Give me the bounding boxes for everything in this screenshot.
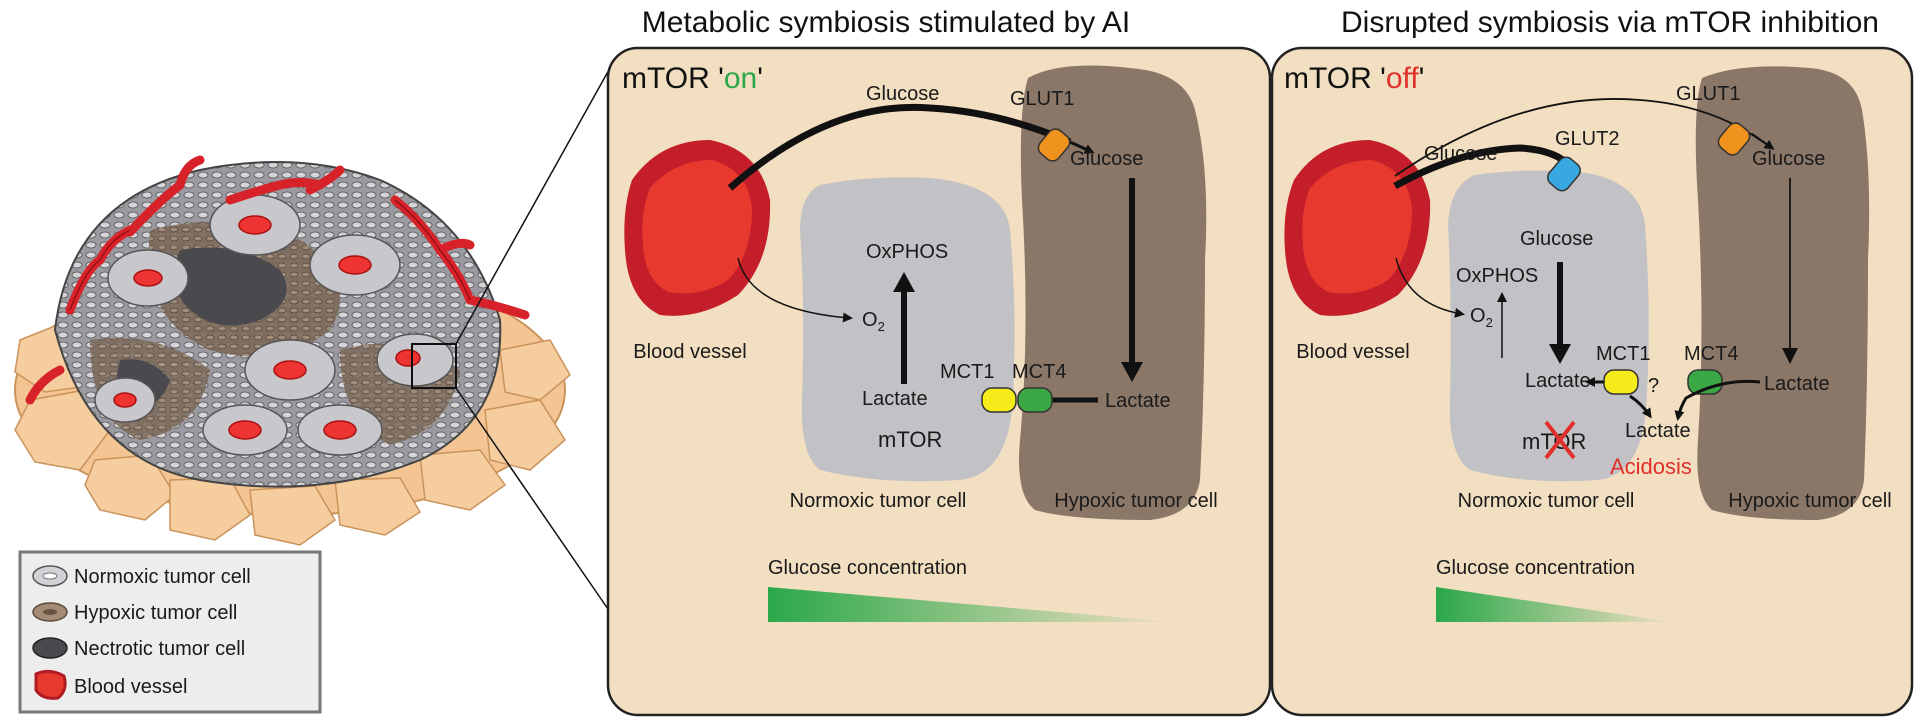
mct1-transporter <box>981 387 1017 413</box>
panel-title: Metabolic symbiosis stimulated by AI <box>642 6 1131 39</box>
glucose-hypoxic-arrow <box>1394 98 1761 177</box>
legend-label: Nectrotic tumor cell <box>74 638 245 660</box>
blood-vessel-label: Blood vessel <box>1296 341 1409 363</box>
mtor-state-label: mTOR 'on' <box>622 62 763 95</box>
panel-mtor-on: Metabolic symbiosis stimulated by AI mTO… <box>606 6 1272 717</box>
normoxic-tumor-cell <box>1448 170 1649 482</box>
glucose-hypoxic-label: Glucose <box>1070 148 1143 170</box>
panel-title: Disrupted symbiosis via mTOR inhibition <box>1341 6 1879 39</box>
mct1-label: MCT1 <box>1596 343 1650 365</box>
mtor-label: mTOR <box>878 427 942 452</box>
normoxic-tumor-cell <box>800 177 1015 482</box>
mct4-export-arrow <box>1674 379 1761 421</box>
normoxic-cell-label: Normoxic tumor cell <box>790 490 967 512</box>
o2-label: O2 <box>1470 305 1493 330</box>
mct1-label: MCT1 <box>940 361 994 383</box>
zoom-line-bottom <box>455 387 611 613</box>
normoxic-cell-label: Normoxic tumor cell <box>1458 490 1635 512</box>
glucose-gradient-wedge <box>768 587 1175 622</box>
lactate-extracellular-label: Lactate <box>1625 420 1691 442</box>
acidosis-label: Acidosis <box>1610 454 1692 479</box>
question-mark: ? <box>1648 375 1659 397</box>
inhibition-x-icon <box>1544 420 1576 460</box>
legend-box <box>18 550 322 714</box>
oxygen-arrow <box>737 257 853 323</box>
glut1-label: GLUT1 <box>1676 83 1740 105</box>
mtor-state-label: mTOR 'off' <box>1284 62 1424 95</box>
hypoxic-cell-label: Hypoxic tumor cell <box>1728 490 1891 512</box>
gradient-label: Glucose concentration <box>1436 557 1635 579</box>
glucose-label: Glucose <box>866 83 939 105</box>
mct1-export-arrow <box>1629 394 1652 419</box>
legend-item-vessel: Blood vessel <box>34 669 187 700</box>
mct4-label: MCT4 <box>1012 361 1066 383</box>
hypoxic-tumor-cell <box>1695 66 1870 520</box>
lactate-normoxic-label: Lactate <box>862 388 928 410</box>
blood-vessel-label: Blood vessel <box>633 341 746 363</box>
legend: Normoxic tumor cell Hypoxic tumor cell N… <box>18 550 322 714</box>
legend-label: Normoxic tumor cell <box>74 566 251 588</box>
lactate-hypoxic-label: Lactate <box>1764 373 1830 395</box>
glucose-uptake-arrow <box>727 103 1072 191</box>
glucose-label: Glucose <box>1424 143 1497 165</box>
glut2-transporter <box>1547 156 1581 192</box>
oxygen-arrow <box>1395 257 1465 318</box>
glucose-normoxic-label: Glucose <box>1520 228 1593 250</box>
mct4-label: MCT4 <box>1684 343 1738 365</box>
glut2-label: GLUT2 <box>1555 128 1619 150</box>
glucose-normoxic-arrow <box>1393 144 1573 190</box>
glucose-hypoxic-label: Glucose <box>1752 148 1825 170</box>
mct4-transporter <box>1017 387 1053 413</box>
gradient-label: Glucose concentration <box>768 557 967 579</box>
o2-label: O2 <box>862 309 885 334</box>
zoom-line-top <box>455 67 611 345</box>
panel-mtor-off: Disrupted symbiosis via mTOR inhibition … <box>1270 6 1914 717</box>
necrotic-cell-icon <box>32 637 68 659</box>
glut1-label: GLUT1 <box>1010 88 1074 110</box>
mct4-transporter <box>1687 369 1723 395</box>
zoom-box <box>411 343 457 389</box>
glucose-gradient-wedge <box>1436 587 1672 622</box>
glut1-transporter <box>1037 128 1071 162</box>
legend-label: Blood vessel <box>74 676 187 698</box>
legend-item-normoxic: Normoxic tumor cell <box>32 565 251 588</box>
legend-item-hypoxic: Hypoxic tumor cell <box>32 602 237 624</box>
vessel-islands <box>94 194 454 456</box>
lactate-hypoxic-label: Lactate <box>1105 390 1171 412</box>
lactate-normoxic-label: Lactate <box>1525 370 1591 392</box>
tumor-illustration <box>14 67 611 613</box>
glut1-transporter <box>1717 122 1751 156</box>
oxphos-label: OxPHOS <box>1456 265 1538 287</box>
legend-label: Hypoxic tumor cell <box>74 602 237 624</box>
blood-vessel-icon <box>34 669 67 700</box>
mct1-transporter <box>1603 369 1639 395</box>
legend-item-necrotic: Nectrotic tumor cell <box>32 637 245 660</box>
hypoxic-cell-label: Hypoxic tumor cell <box>1054 490 1217 512</box>
oxphos-label: OxPHOS <box>866 241 948 263</box>
hypoxic-tumor-cell <box>1019 65 1207 521</box>
